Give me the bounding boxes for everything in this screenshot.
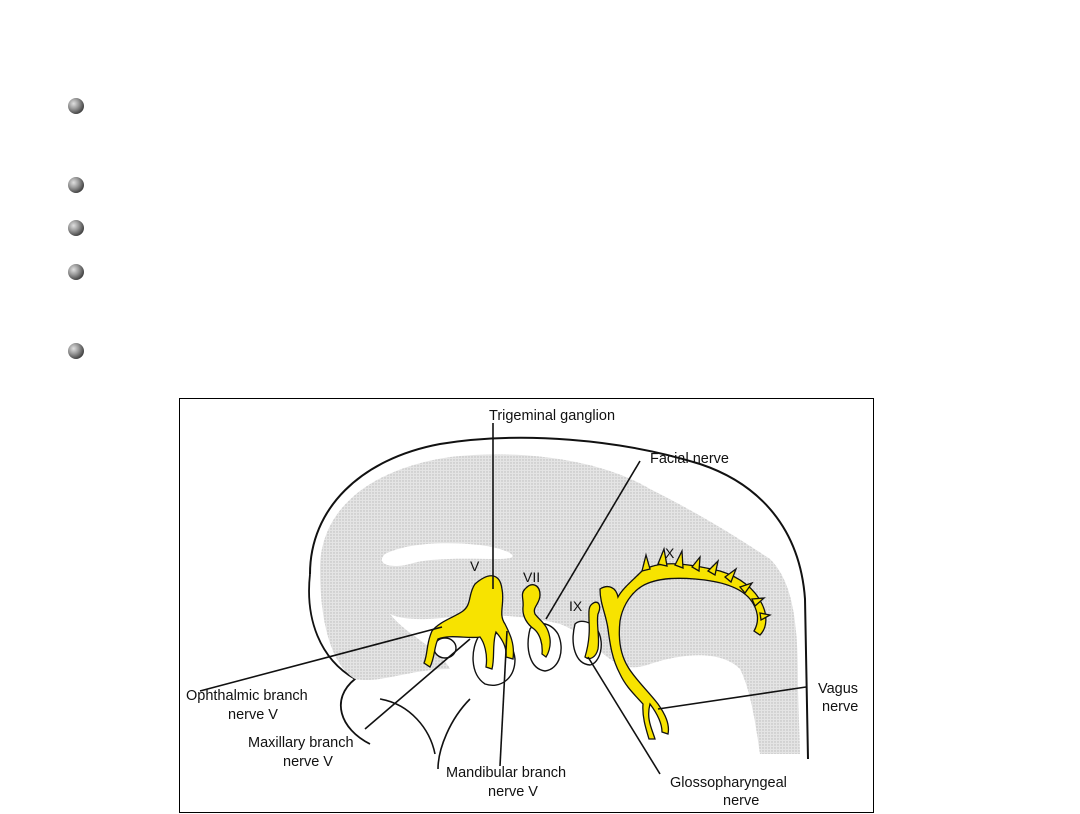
label-maxillary-line1: Maxillary branch <box>248 735 354 751</box>
label-ophthalmic-line1: Ophthalmic branch <box>186 688 308 704</box>
bullet-marker-1 <box>68 98 84 114</box>
label-mandibular-line2: nerve V <box>488 784 538 800</box>
label-glosso-line1: Glossopharyngeal <box>670 775 787 791</box>
label-ophthalmic-line2: nerve V <box>228 707 278 723</box>
roman-vii: VII <box>523 569 540 585</box>
neural-tube-shading <box>320 454 800 754</box>
bullet-marker-2 <box>68 177 84 193</box>
roman-x: X <box>665 545 675 561</box>
roman-ix: IX <box>569 598 583 614</box>
bullet-marker-4 <box>68 264 84 280</box>
label-maxillary-line2: nerve V <box>283 754 333 770</box>
embryo-diagram: V VII IX X Trigeminal ganglion Facial ne… <box>180 399 875 814</box>
label-vagus-line1: Vagus <box>818 681 858 697</box>
pharyngeal-outline <box>380 699 470 769</box>
bullet-marker-3 <box>68 220 84 236</box>
label-facial-nerve: Facial nerve <box>650 451 729 467</box>
bullet-marker-5 <box>68 343 84 359</box>
label-trigeminal-ganglion: Trigeminal ganglion <box>489 408 615 424</box>
cranial-nerves-figure: V VII IX X Trigeminal ganglion Facial ne… <box>179 398 874 813</box>
label-mandibular-line1: Mandibular branch <box>446 765 566 781</box>
label-vagus-line2: nerve <box>822 699 858 715</box>
label-glosso-line2: nerve <box>723 793 759 809</box>
roman-v: V <box>470 558 480 574</box>
